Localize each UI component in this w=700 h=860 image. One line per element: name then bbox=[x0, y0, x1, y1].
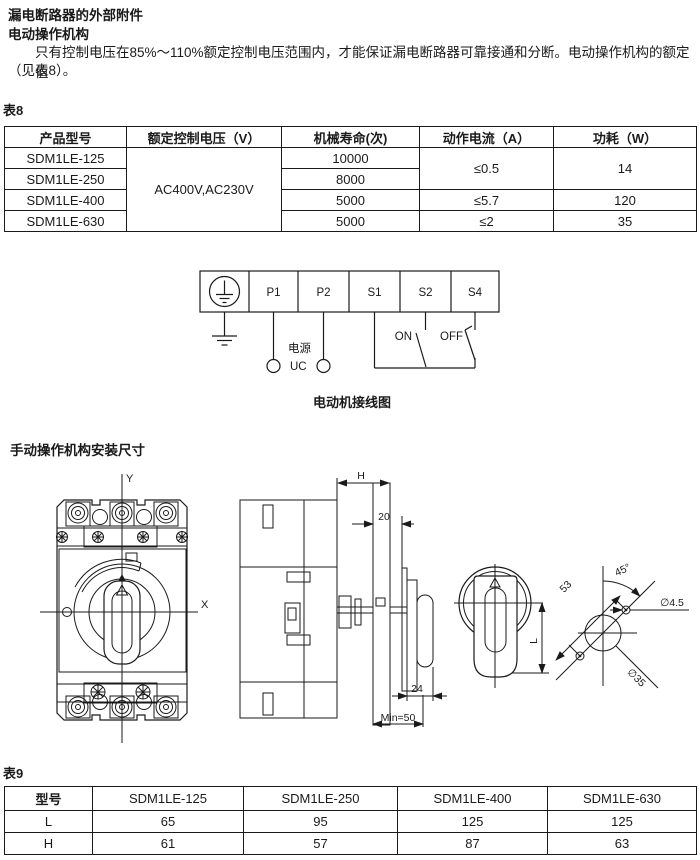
dim-l: L bbox=[512, 602, 549, 674]
table9-header-630: SDM1LE-630 bbox=[547, 786, 697, 811]
table8-header-model: 产品型号 bbox=[4, 126, 127, 148]
uc-terminal-p2 bbox=[316, 358, 331, 374]
terminal-p2: P2 bbox=[316, 287, 330, 299]
dim-24: 24 bbox=[392, 667, 447, 701]
breaker-side-view: H 20 24 Min=50 bbox=[239, 470, 447, 728]
terminal-s4: S4 bbox=[468, 287, 483, 299]
terminal-p1: P1 bbox=[266, 287, 280, 299]
dim-45deg: 45° bbox=[602, 561, 641, 597]
paragraph-line2: （见表8）。 bbox=[8, 63, 77, 78]
svg-text:∅35: ∅35 bbox=[625, 666, 648, 689]
table9-label: 表9 bbox=[3, 766, 24, 781]
table8-cell: 35 bbox=[553, 210, 697, 232]
on-label: ON bbox=[395, 331, 412, 343]
dim-53: 53 bbox=[555, 578, 627, 661]
on-switch: ON bbox=[395, 312, 427, 368]
table8-cell-voltage: AC400V,AC230V bbox=[126, 147, 282, 232]
table8-cell: SDM1LE-125 bbox=[4, 147, 127, 169]
table8-label: 表8 bbox=[3, 103, 24, 118]
table9-row-h-name: H bbox=[4, 832, 93, 855]
escutcheon-plate bbox=[401, 567, 408, 692]
table8-cell: ≤5.7 bbox=[419, 189, 554, 211]
table8-cell: 5000 bbox=[281, 210, 420, 232]
manual-section-title: 手动操作机构安装尺寸 bbox=[10, 443, 145, 458]
power-supply-label: 电源 bbox=[288, 341, 311, 355]
uc-terminal-p1 bbox=[266, 358, 281, 374]
handle-side-profile bbox=[406, 579, 434, 692]
handle-front-view: L bbox=[454, 564, 549, 688]
table9-cell: 95 bbox=[243, 810, 398, 833]
table9-header-400: SDM1LE-400 bbox=[397, 786, 548, 811]
table9-cell: 87 bbox=[397, 832, 548, 855]
table8-cell: ≤2 bbox=[419, 210, 554, 232]
svg-text:H: H bbox=[357, 470, 365, 482]
earth-ground-icon bbox=[212, 312, 237, 346]
y-axis-label: Y bbox=[126, 473, 134, 485]
dim-d4_5: ∅4.5 bbox=[610, 597, 689, 614]
table8-cell: ≤0.5 bbox=[419, 147, 554, 190]
table8-cell: 10000 bbox=[281, 147, 420, 169]
table9: 型号 SDM1LE-125 SDM1LE-250 SDM1LE-400 SDM1… bbox=[4, 786, 697, 855]
table9-cell: 57 bbox=[243, 832, 398, 855]
svg-text:45°: 45° bbox=[613, 561, 632, 579]
table9-cell: 125 bbox=[397, 810, 548, 833]
table8-header-life: 机械寿命(次) bbox=[281, 126, 420, 148]
table9-row-l-name: L bbox=[4, 810, 93, 833]
table8-cell: 120 bbox=[553, 189, 697, 211]
table9-cell: 125 bbox=[547, 810, 697, 833]
breaker-front-view: Y X bbox=[40, 473, 209, 743]
table8-cell: SDM1LE-630 bbox=[4, 210, 127, 232]
dim-d35: ∅35 bbox=[615, 645, 659, 690]
pe-terminal-icon bbox=[208, 275, 241, 308]
terminal-s2: S2 bbox=[418, 287, 432, 299]
table8-cell: SDM1LE-250 bbox=[4, 168, 127, 190]
x-axis-label: X bbox=[201, 599, 209, 611]
table8-header-voltage: 额定控制电压（V） bbox=[126, 126, 282, 148]
table9-header-250: SDM1LE-250 bbox=[243, 786, 398, 811]
table9-header-model: 型号 bbox=[4, 786, 93, 811]
dim-h: H bbox=[337, 470, 390, 487]
table9-header-125: SDM1LE-125 bbox=[92, 786, 244, 811]
table8-header-current: 动作电流（A） bbox=[419, 126, 554, 148]
table9-cell: 61 bbox=[92, 832, 244, 855]
table8: 产品型号 额定控制电压（V） 机械寿命(次) 动作电流（A） 功耗（W） SDM… bbox=[4, 126, 697, 232]
table8-cell: 14 bbox=[553, 147, 697, 190]
svg-text:L: L bbox=[528, 638, 540, 644]
motor-wiring-diagram: P1 P2 S1 S2 S4 电源 UC ON OFF 电动 bbox=[199, 270, 500, 410]
dim-min50: Min=50 bbox=[372, 695, 424, 728]
svg-text:24: 24 bbox=[411, 683, 423, 695]
section-title-motor-operator: 电动操作机构 bbox=[8, 27, 89, 42]
svg-text:∅4.5: ∅4.5 bbox=[660, 597, 684, 609]
table8-cell: SDM1LE-400 bbox=[4, 189, 127, 211]
svg-text:20: 20 bbox=[378, 511, 390, 523]
mounting-hole-drawing: 53 45° ∅35 ∅4.5 bbox=[555, 561, 689, 690]
off-label: OFF bbox=[440, 331, 463, 343]
table8-cell: 5000 bbox=[281, 189, 420, 211]
svg-text:Min=50: Min=50 bbox=[381, 712, 416, 724]
wiring-caption: 电动机接线图 bbox=[313, 395, 391, 410]
paragraph-line1: 只有控制电压在85%～110%额定控制电压范围内，才能保证漏电断路器可靠接通和分… bbox=[35, 45, 690, 80]
off-switch: OFF bbox=[440, 312, 476, 368]
installation-dimension-drawings: Y X bbox=[40, 470, 689, 743]
uc-label: UC bbox=[290, 361, 307, 373]
table8-cell: 8000 bbox=[281, 168, 420, 190]
table8-header-power: 功耗（W） bbox=[553, 126, 697, 148]
dim-20: 20 bbox=[352, 511, 414, 568]
terminal-s1: S1 bbox=[367, 287, 381, 299]
table9-cell: 63 bbox=[547, 832, 697, 855]
section-title-external-accessories: 漏电断路器的外部附件 bbox=[8, 8, 143, 23]
top-terminals bbox=[65, 501, 179, 527]
svg-text:53: 53 bbox=[558, 578, 575, 595]
table9-cell: 65 bbox=[92, 810, 244, 833]
